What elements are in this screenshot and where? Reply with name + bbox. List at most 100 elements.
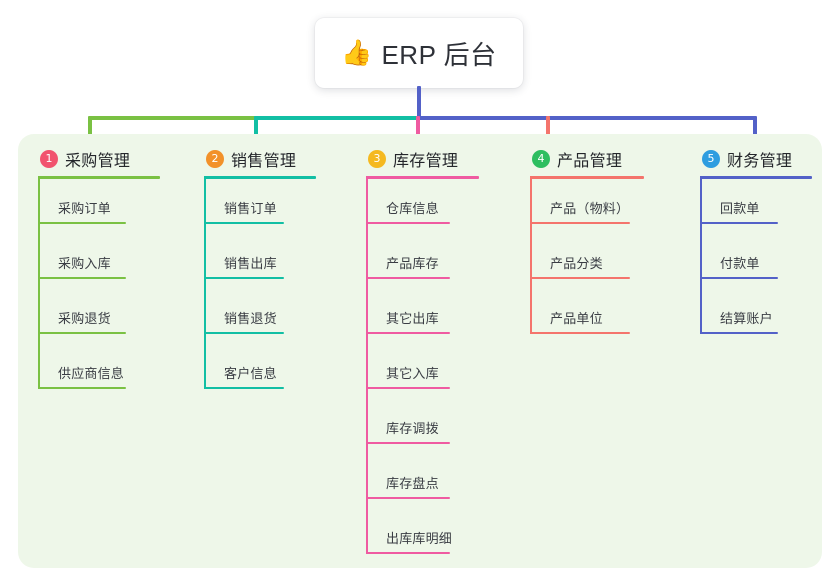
module-leaf-label: 产品（物料） (550, 201, 630, 216)
module-title-label: 库存管理 (393, 153, 459, 170)
module-leaf-label: 库存盘点 (386, 476, 439, 491)
module-leaf-item[interactable]: 销售出库 (204, 255, 284, 279)
module-spine-connector (366, 176, 368, 554)
module-spine-connector (38, 176, 40, 389)
module-leaf-label: 产品分类 (550, 256, 603, 271)
module-header-underline (204, 176, 316, 179)
module-leaf-underline (530, 222, 630, 224)
module-index-badge: 1 (40, 150, 58, 168)
module-leaf-underline (366, 497, 450, 499)
module-leaf-underline (700, 277, 778, 279)
module-leaf-label: 销售订单 (224, 201, 277, 216)
module-title-label: 产品管理 (557, 153, 623, 170)
module-title-label: 销售管理 (231, 153, 297, 170)
drop-connector-1 (88, 116, 92, 148)
module-leaf-item[interactable]: 库存盘点 (366, 475, 450, 499)
module-leaf-label: 供应商信息 (58, 366, 125, 381)
module-leaf-item[interactable]: 其它入库 (366, 365, 450, 389)
module-leaf-underline (700, 222, 778, 224)
module-leaf-item[interactable]: 付款单 (700, 255, 778, 279)
module-leaf-item[interactable]: 采购退货 (38, 310, 126, 334)
module-leaf-item[interactable]: 结算账户 (700, 310, 778, 334)
module-leaf-underline (366, 442, 450, 444)
module-leaf-label: 客户信息 (224, 366, 277, 381)
modules-panel: 1 采购管理采购订单采购入库采购退货供应商信息 2 销售管理销售订单销售出库销售退货客… (18, 134, 822, 568)
module-leaf-underline (366, 222, 450, 224)
module-title-label: 采购管理 (65, 153, 131, 170)
module-leaf-underline (366, 387, 450, 389)
module-header-underline (38, 176, 160, 179)
bus-segment-blue (418, 116, 755, 120)
module-leaf-underline (38, 277, 126, 279)
module-index-badge: 2 (206, 150, 224, 168)
module-leaf-label: 采购退货 (58, 311, 111, 326)
module-leaf-underline (204, 387, 284, 389)
module-leaf-item[interactable]: 销售退货 (204, 310, 284, 334)
module-header-财务管理[interactable]: 5 财务管理 (700, 146, 792, 172)
module-leaf-label: 销售退货 (224, 311, 277, 326)
module-leaf-label: 其它出库 (386, 311, 439, 326)
module-index-badge: 5 (702, 150, 720, 168)
drop-connector-5 (753, 116, 757, 148)
module-leaf-label: 结算账户 (720, 311, 773, 326)
module-leaf-underline (38, 222, 126, 224)
thumbs-up-icon: 👍 (341, 38, 373, 67)
module-title-label: 财务管理 (727, 153, 793, 170)
module-leaf-underline (204, 222, 284, 224)
module-leaf-label: 产品单位 (550, 311, 603, 326)
bus-segment-green (90, 116, 256, 120)
module-leaf-underline (700, 332, 778, 334)
module-leaf-item[interactable]: 出库库明细 (366, 530, 453, 554)
module-leaf-underline (366, 277, 450, 279)
module-leaf-item[interactable]: 其它出库 (366, 310, 450, 334)
module-header-采购管理[interactable]: 1 采购管理 (38, 146, 130, 172)
module-leaf-label: 采购订单 (58, 201, 111, 216)
module-leaf-label: 回款单 (720, 201, 760, 216)
module-leaf-item[interactable]: 产品单位 (530, 310, 630, 334)
module-leaf-item[interactable]: 采购入库 (38, 255, 126, 279)
root-title-card[interactable]: 👍 ERP 后台 (315, 18, 523, 88)
module-leaf-item[interactable]: 产品库存 (366, 255, 450, 279)
module-leaf-label: 产品库存 (386, 256, 439, 271)
module-header-underline (530, 176, 644, 179)
module-leaf-underline (204, 277, 284, 279)
module-spine-connector (204, 176, 206, 389)
module-leaf-underline (38, 387, 126, 389)
module-leaf-item[interactable]: 客户信息 (204, 365, 284, 389)
module-header-销售管理[interactable]: 2 销售管理 (204, 146, 296, 172)
root-title-label: ERP 后台 (381, 39, 497, 70)
module-index-badge: 3 (368, 150, 386, 168)
drop-connector-4 (546, 116, 550, 148)
module-leaf-item[interactable]: 仓库信息 (366, 200, 450, 224)
module-leaf-item[interactable]: 供应商信息 (38, 365, 126, 389)
module-spine-connector (700, 176, 702, 334)
module-leaf-label: 付款单 (720, 256, 760, 271)
module-leaf-underline (530, 277, 630, 279)
bus-segment-teal (256, 116, 418, 120)
module-index-badge: 4 (532, 150, 550, 168)
module-leaf-item[interactable]: 产品分类 (530, 255, 630, 279)
module-leaf-underline (530, 332, 630, 334)
module-leaf-label: 销售出库 (224, 256, 277, 271)
module-leaf-item[interactable]: 销售订单 (204, 200, 284, 224)
drop-connector-3 (416, 116, 420, 148)
module-leaf-underline (38, 332, 126, 334)
module-leaf-underline (204, 332, 284, 334)
module-leaf-label: 其它入库 (386, 366, 439, 381)
module-leaf-label: 仓库信息 (386, 201, 439, 216)
module-header-underline (366, 176, 479, 179)
module-header-产品管理[interactable]: 4 产品管理 (530, 146, 622, 172)
module-leaf-label: 采购入库 (58, 256, 111, 271)
module-leaf-item[interactable]: 回款单 (700, 200, 778, 224)
module-leaf-underline (366, 552, 450, 554)
module-leaf-underline (366, 332, 450, 334)
module-spine-connector (530, 176, 532, 334)
module-leaf-item[interactable]: 采购订单 (38, 200, 126, 224)
module-header-underline (700, 176, 812, 179)
module-leaf-label: 库存调拨 (386, 421, 439, 436)
module-leaf-item[interactable]: 库存调拨 (366, 420, 450, 444)
module-leaf-item[interactable]: 产品（物料） (530, 200, 630, 224)
module-leaf-label: 出库库明细 (386, 531, 453, 546)
module-header-库存管理[interactable]: 3 库存管理 (366, 146, 458, 172)
